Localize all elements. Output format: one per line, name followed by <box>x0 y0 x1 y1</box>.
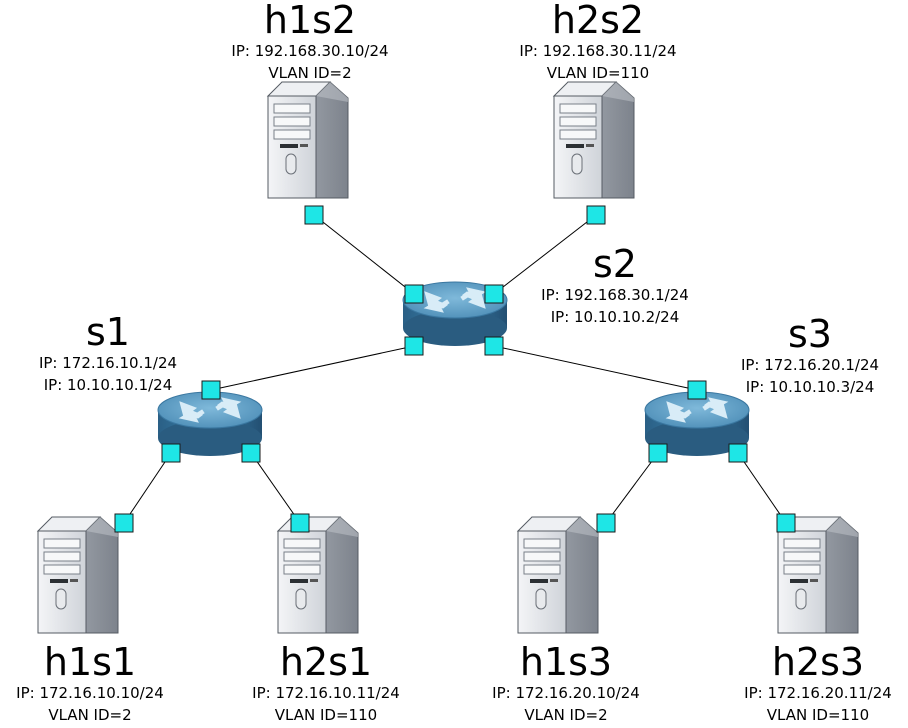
host-name: h1s3 <box>519 640 613 684</box>
switch-ip-1: IP: 172.16.10.1/24 <box>38 354 178 372</box>
host-vlan: VLAN ID=2 <box>48 706 132 724</box>
link-s2-s1 <box>210 345 415 391</box>
switch-name: s3 <box>788 312 832 356</box>
port-s1-to-h1s1 <box>161 443 181 463</box>
host-vlan: VLAN ID=110 <box>274 706 378 724</box>
host-h1s3-label: h1s3 IP: 172.16.20.10/24 VLAN ID=2 <box>476 642 656 726</box>
link-s2-h2s2 <box>493 214 597 295</box>
switch-s2-label: s2 IP: 192.168.30.1/24 IP: 10.10.10.2/24 <box>520 244 710 328</box>
host-vlan: VLAN ID=110 <box>546 64 650 82</box>
ports <box>114 205 796 533</box>
switch-ip-1: IP: 172.16.20.1/24 <box>740 356 880 374</box>
link-s2-h1s2 <box>313 214 415 295</box>
switch-ip-2: IP: 10.10.10.1/24 <box>43 376 173 394</box>
port-h1s3-to-s3 <box>596 513 616 533</box>
link-s3-h2s3 <box>737 452 787 524</box>
host-h1s1-icon <box>37 516 119 634</box>
host-h1s2-icon <box>267 81 349 199</box>
host-ip: IP: 192.168.30.11/24 <box>519 42 677 60</box>
host-h2s3-icon <box>777 516 859 634</box>
host-ip: IP: 172.16.10.11/24 <box>252 684 400 702</box>
switch-name: s2 <box>593 242 637 286</box>
host-ip: IP: 172.16.20.10/24 <box>492 684 640 702</box>
link-s3-h1s3 <box>605 452 659 524</box>
switch-ip-1: IP: 192.168.30.1/24 <box>541 286 689 304</box>
host-vlan: VLAN ID=2 <box>524 706 608 724</box>
links <box>123 214 787 524</box>
switch-name: s1 <box>86 310 130 354</box>
link-s1-h2s1 <box>250 452 301 524</box>
host-h1s1-label: h1s1 IP: 172.16.10.10/24 VLAN ID=2 <box>0 642 180 726</box>
port-s2-to-h2s2 <box>484 284 504 304</box>
port-s2-to-h1s2 <box>404 284 424 304</box>
port-s3-to-h1s3 <box>648 443 668 463</box>
host-name: h2s1 <box>279 640 373 684</box>
host-name: h2s2 <box>551 0 645 42</box>
port-s2-to-s3 <box>484 336 504 356</box>
host-h2s2-label: h2s2 IP: 192.168.30.11/24 VLAN ID=110 <box>508 0 688 84</box>
switch-ip-2: IP: 10.10.10.3/24 <box>745 378 875 396</box>
link-s1-h1s1 <box>123 452 172 524</box>
link-s2-s3 <box>493 345 698 391</box>
host-h1s3-icon <box>517 516 599 634</box>
port-h2s1-to-s1 <box>290 513 310 533</box>
port-s3-to-h2s3 <box>728 443 748 463</box>
port-h2s3-to-s3 <box>776 513 796 533</box>
port-h2s2-to-s2 <box>586 205 606 225</box>
switch-ip-2: IP: 10.10.10.2/24 <box>550 308 680 326</box>
host-h2s3-label: h2s3 IP: 172.16.20.11/24 VLAN ID=110 <box>728 642 908 726</box>
host-h2s1-icon <box>277 516 359 634</box>
host-h2s2-icon <box>553 81 635 199</box>
port-s1-to-h2s1 <box>241 443 261 463</box>
host-h2s1-label: h2s1 IP: 172.16.10.11/24 VLAN ID=110 <box>236 642 416 726</box>
host-vlan: VLAN ID=110 <box>766 706 870 724</box>
host-ip: IP: 172.16.20.11/24 <box>744 684 892 702</box>
switch-s3-label: s3 IP: 172.16.20.1/24 IP: 10.10.10.3/24 <box>720 314 900 398</box>
port-s1-to-s2 <box>201 380 221 400</box>
port-h1s1-to-s1 <box>114 513 134 533</box>
host-name: h1s2 <box>263 0 357 42</box>
port-s3-to-s2 <box>687 380 707 400</box>
host-h1s2-label: h1s2 IP: 192.168.30.10/24 VLAN ID=2 <box>230 0 390 84</box>
host-name: h2s3 <box>771 640 865 684</box>
host-name: h1s1 <box>43 640 137 684</box>
host-vlan: VLAN ID=2 <box>268 64 352 82</box>
port-h1s2-to-s2 <box>304 205 324 225</box>
host-ip: IP: 192.168.30.10/24 <box>231 42 389 60</box>
port-s2-to-s1 <box>404 336 424 356</box>
switch-s1-label: s1 IP: 172.16.10.1/24 IP: 10.10.10.1/24 <box>18 312 198 396</box>
host-ip: IP: 172.16.10.10/24 <box>16 684 164 702</box>
